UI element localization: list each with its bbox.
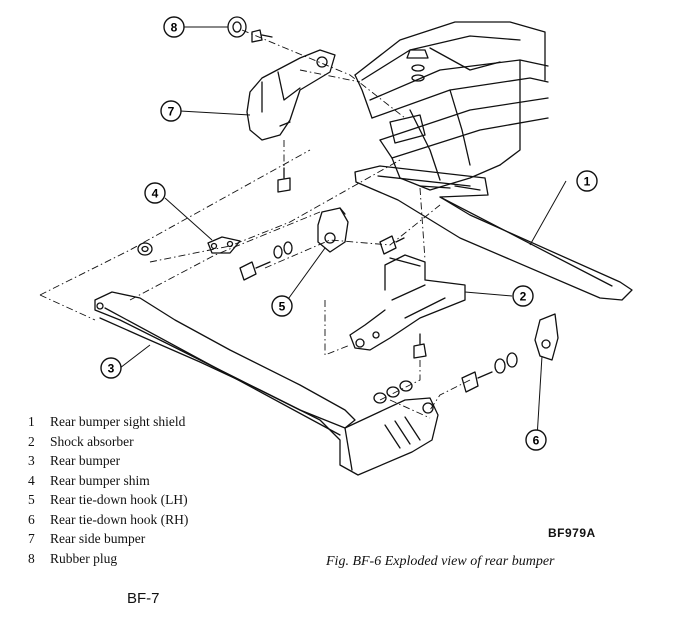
part-tie-down-hook-lh — [317, 207, 349, 253]
svg-text:3: 3 — [108, 362, 115, 376]
callout-4: 4 — [144, 182, 166, 204]
legend-label: Rubber plug — [50, 550, 118, 566]
part-rubber-plug — [227, 16, 273, 43]
legend-label: Rear bumper — [50, 453, 121, 468]
svg-text:7: 7 — [168, 105, 175, 119]
legend-number: 3 — [28, 453, 35, 468]
legend-item: 2 Shock absorber — [28, 432, 188, 452]
legend-item: 4 Rear bumper shim — [28, 471, 188, 491]
legend-label: Rear bumper sight shield — [50, 414, 186, 429]
svg-text:1: 1 — [584, 175, 591, 189]
legend-item: 8 Rubber plug — [28, 549, 188, 569]
leader-lines — [119, 26, 567, 439]
legend-label: Rear side bumper — [50, 531, 146, 546]
legend-number: 5 — [28, 492, 35, 507]
legend-number: 8 — [28, 550, 35, 566]
legend-label: Rear tie-down hook (LH) — [50, 492, 188, 507]
legend-label: Rear bumper shim — [50, 472, 150, 488]
legend-item: 7 Rear side bumper — [28, 529, 188, 549]
part-sight-shield — [354, 165, 633, 301]
callout-2: 2 — [512, 285, 534, 307]
legend-number: 7 — [28, 531, 35, 546]
svg-text:6: 6 — [533, 434, 540, 448]
part-rear-side-bumper — [246, 49, 336, 141]
assembly-lines — [39, 29, 471, 419]
svg-text:5: 5 — [279, 300, 286, 314]
svg-text:2: 2 — [520, 290, 527, 304]
vehicle-body-frame — [354, 21, 549, 191]
fasteners — [137, 49, 518, 404]
callout-6: 6 — [525, 429, 547, 451]
legend-number: 2 — [28, 433, 35, 449]
part-tie-down-hook-rh — [534, 313, 559, 361]
figure-code: BF979A — [548, 526, 596, 540]
part-bumper-shim — [207, 236, 241, 254]
page-number: BF-7 — [127, 590, 160, 607]
parts-legend: 1 Rear bumper sight shield 2 Shock absorbe… — [28, 412, 188, 568]
figure-caption: Fig. BF-6 Exploded view of rear bumper — [326, 554, 555, 569]
legend-label: Shock absorber — [50, 433, 134, 449]
callout-7: 7 — [160, 100, 182, 122]
legend-item: 5 Rear tie-down hook (LH) — [28, 490, 188, 510]
callout-1: 1 — [576, 170, 598, 192]
callout-5: 5 — [271, 295, 293, 317]
svg-text:8: 8 — [171, 21, 178, 35]
legend-number: 6 — [28, 511, 35, 527]
legend-number: 4 — [28, 472, 35, 488]
part-shock-absorber — [349, 254, 466, 351]
legend-item: 6 Rear tie-down hook (RH) — [28, 510, 188, 530]
callout-8: 8 — [163, 16, 185, 38]
legend-number: 1 — [28, 414, 35, 429]
part-rear-bumper — [94, 291, 439, 476]
legend-label: Rear tie-down hook (RH) — [50, 511, 189, 527]
legend-item: 1 Rear bumper sight shield — [28, 412, 188, 432]
legend-item: 3 Rear bumper — [28, 451, 188, 471]
svg-text:4: 4 — [152, 187, 159, 201]
callout-3: 3 — [100, 357, 122, 379]
